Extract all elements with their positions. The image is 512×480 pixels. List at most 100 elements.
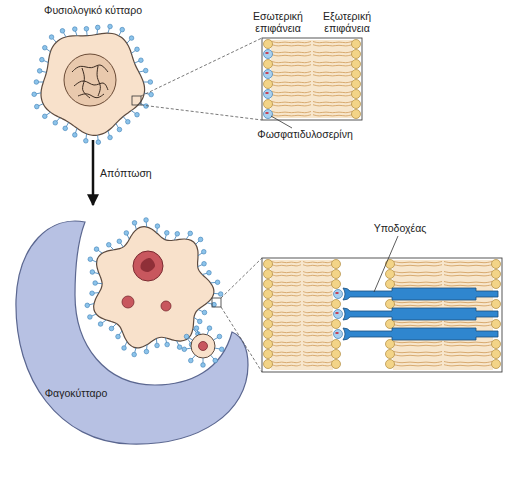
lipid-tail: [394, 342, 442, 343]
lipid-head: [492, 260, 501, 269]
marker-ball: [88, 315, 93, 320]
node-art: [262, 38, 362, 120]
zoom-line: [141, 38, 262, 96]
lipid-head: [386, 260, 395, 269]
lipid-head: [332, 260, 341, 269]
marker-stalk: [214, 293, 219, 294]
marker-ball: [218, 292, 223, 297]
marker-stalk: [165, 235, 166, 240]
marker-stalk: [44, 60, 49, 62]
marker-stalk: [116, 123, 119, 127]
marker-ball: [143, 68, 148, 73]
marker-ball: [202, 261, 207, 266]
lipid-tail: [272, 65, 311, 66]
node-outline: [8, 205, 253, 450]
zoom-square: [132, 96, 141, 105]
lipid-tail: [303, 355, 332, 356]
marker-ball: [34, 104, 39, 109]
lipid-head: [352, 100, 361, 109]
marker-stalk: [135, 61, 140, 63]
condensed-chromatin: [140, 258, 155, 272]
apoptotic-cell: [94, 227, 214, 348]
lipid-tail: [313, 102, 352, 103]
marker-stalk: [139, 71, 144, 72]
lipid-tail: [272, 352, 301, 353]
node-label: Φαγοκύτταρο: [26, 387, 126, 399]
marker-stalk: [110, 246, 114, 250]
marker-ball: [116, 334, 121, 339]
lipid-tail: [394, 325, 442, 326]
lipid-head: [264, 310, 273, 319]
lipid-tail: [272, 322, 301, 323]
lipid-tail: [272, 55, 311, 56]
marker-ball: [106, 242, 111, 247]
marker-stalk: [63, 33, 66, 37]
marker-ball: [42, 114, 47, 119]
marker-stalk: [89, 304, 94, 305]
lipid-head: [352, 70, 361, 79]
node-art: [16, 218, 248, 444]
marker-stalk: [198, 310, 203, 312]
marker-stalk: [188, 338, 192, 341]
lipid-tail: [272, 282, 301, 283]
lipid-tail: [272, 72, 311, 73]
marker-stalk: [98, 250, 102, 253]
lipid-tail: [303, 322, 332, 323]
marker-ball: [164, 231, 169, 236]
charge-mark: [265, 92, 269, 94]
lipid-head: [492, 320, 501, 329]
lipid-head: [386, 280, 395, 289]
lipid-tail: [272, 335, 301, 336]
marker-stalk: [57, 118, 60, 122]
lipid-head: [386, 340, 395, 349]
lipid-tail: [444, 302, 492, 303]
node-outline: [30, 4, 156, 138]
lipid-tail: [272, 265, 301, 266]
marker-stalk: [39, 104, 44, 106]
marker-ball: [98, 322, 103, 327]
nuclear-fragment: [199, 342, 208, 351]
marker-ball: [148, 80, 153, 85]
receptor: [343, 288, 498, 300]
lipid-tail: [313, 75, 352, 76]
cell-node: Φυσιολογικό κύτταρο: [30, 4, 156, 138]
marker-stalk: [102, 320, 106, 323]
marker-ball: [88, 257, 93, 262]
marker-stalk: [46, 112, 50, 115]
lipid-head: [264, 360, 273, 369]
marker-ball: [197, 319, 202, 324]
zoom-square: [212, 298, 221, 307]
lipid-head: [332, 360, 341, 369]
lipid-tail: [444, 285, 492, 286]
marker-ball: [49, 35, 54, 40]
lipid-tail: [272, 42, 311, 43]
lipid-tail: [394, 265, 442, 266]
marker-ball: [219, 347, 224, 352]
marker-ball: [84, 138, 89, 143]
nucleus: [64, 54, 116, 106]
marker-stalk: [202, 273, 207, 274]
lipid-tail: [313, 62, 352, 63]
lipid-tail: [303, 275, 332, 276]
marker-ball: [165, 342, 170, 347]
marker-stalk: [135, 225, 136, 230]
lipid-head: [264, 100, 273, 109]
lipid-head: [492, 340, 501, 349]
lipid-tail: [272, 82, 311, 83]
marker-stalk: [92, 314, 97, 316]
charge-mark: [335, 312, 339, 314]
lipid-head: [332, 300, 341, 309]
marker-ball: [42, 45, 47, 50]
marker-stalk: [146, 345, 147, 350]
marker-stalk: [127, 40, 130, 44]
marker-ball: [213, 358, 218, 363]
lipid-tail: [272, 285, 301, 286]
lipid-tail: [394, 345, 442, 346]
marker-ball: [120, 27, 125, 32]
zoom-box: [262, 38, 362, 120]
lipid-head: [264, 300, 273, 309]
lipid-tail: [272, 325, 301, 326]
lipid-tail: [272, 262, 301, 263]
lipid-tail: [303, 305, 332, 306]
marker-stalk: [36, 93, 41, 94]
